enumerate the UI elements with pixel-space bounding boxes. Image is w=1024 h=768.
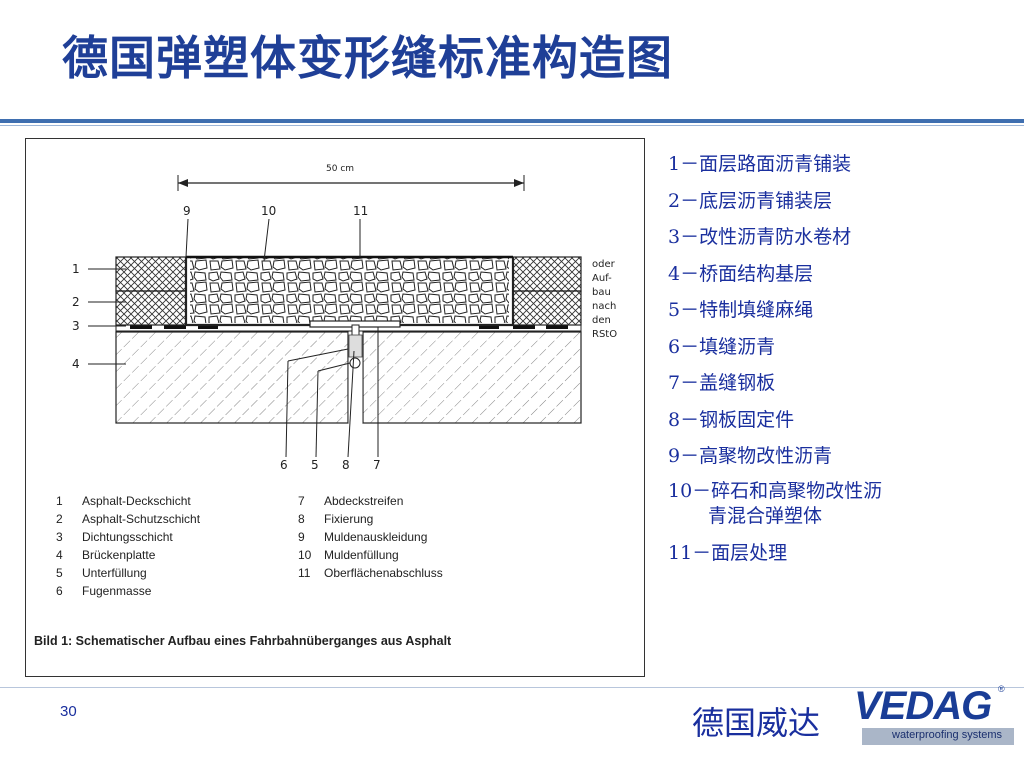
title-divider-thin [0, 125, 1024, 126]
slide-title: 德国弹塑体变形缝标准构造图 [62, 31, 673, 85]
dimension-line [177, 175, 525, 191]
svg-text:Abdeckstreifen: Abdeckstreifen [324, 494, 403, 508]
expansion-joint-diagram: 50 cm [25, 138, 645, 677]
asphalt-protection-left [115, 290, 187, 326]
svg-text:6: 6 [56, 584, 63, 598]
callout-10: 10 [261, 204, 276, 218]
callout-numbers: 1 2 3 4 9 10 11 6 5 8 7 [72, 204, 381, 472]
asphalt-protection-right [512, 290, 582, 326]
legend-item-multiline: 10－碎石和高聚物改性沥 青混合弹塑体 [668, 475, 988, 535]
svg-text:10: 10 [298, 548, 312, 562]
svg-text:Oberflächenabschluss: Oberflächenabschluss [324, 566, 443, 580]
registered-mark: ® [998, 684, 1005, 694]
svg-text:11: 11 [298, 566, 311, 580]
legend-item-line1: 10－碎石和高聚物改性沥 [668, 479, 883, 502]
legend-item: 5－特制填缝麻绳 [668, 299, 814, 321]
figure-caption: Bild 1: Schematischer Aufbau eines Fahrb… [34, 634, 452, 648]
legend-item: 1－面层路面沥青铺装 [668, 153, 852, 175]
svg-text:8: 8 [298, 512, 305, 526]
svg-text:5: 5 [56, 566, 63, 580]
bridge-deck-left [115, 331, 349, 424]
legend-item: 6－填缝沥青 [668, 335, 776, 358]
svg-text:Brückenplatte: Brückenplatte [82, 548, 156, 562]
svg-text:Asphalt-Schutzschicht: Asphalt-Schutzschicht [82, 512, 201, 526]
svg-text:2: 2 [56, 512, 63, 526]
diagram-svg: 50 cm [34, 164, 617, 648]
asphalt-surface-left [115, 256, 187, 292]
vedag-logo-word: VEDAG [854, 684, 992, 728]
bridge-deck-right [362, 331, 582, 424]
company-name-cn: 德国威达 [692, 704, 821, 742]
leader-lines [88, 218, 379, 458]
legend-item: 2－底层沥青铺装层 [668, 189, 833, 212]
callout-7: 7 [373, 458, 381, 472]
callout-5: 5 [311, 458, 319, 472]
legend-item: 9－高聚物改性沥青 [668, 445, 833, 467]
callout-4: 4 [72, 357, 80, 371]
legend-item: 11－面层处理 [668, 541, 788, 564]
svg-text:Dichtungsschicht: Dichtungsschicht [82, 530, 173, 544]
joint-mass [348, 334, 363, 358]
figure-legend-right: 7 Abdeckstreifen 8 Fixierung 9 Muldenauskle… [298, 494, 443, 580]
chinese-legend: 1－面层路面沥青铺装 2－底层沥青铺装层 3－改性沥青防水卷材 4－桥面结构基层… [668, 146, 988, 571]
vedag-logo-bar [862, 728, 1014, 745]
vedag-logo: VEDAG ® waterproofing systems [848, 682, 1018, 750]
page-number: 30 [60, 703, 77, 720]
legend-item-line2: 青混合弹塑体 [708, 504, 823, 527]
svg-text:3: 3 [56, 530, 63, 544]
callout-2: 2 [72, 295, 80, 309]
svg-text:Muldenauskleidung: Muldenauskleidung [324, 530, 427, 544]
svg-text:Unterfüllung: Unterfüllung [82, 566, 147, 580]
svg-text:Asphalt-Deckschicht: Asphalt-Deckschicht [82, 494, 191, 508]
legend-item: 4－桥面结构基层 [668, 262, 814, 285]
callout-8: 8 [342, 458, 350, 472]
legend-item: 8－钢板固定件 [668, 408, 795, 431]
callout-11: 11 [353, 204, 368, 218]
title-divider [0, 119, 1024, 123]
trough-fill [190, 257, 509, 323]
svg-text:4: 4 [56, 548, 63, 562]
svg-text:9: 9 [298, 530, 305, 544]
vedag-tagline: waterproofing systems [892, 729, 1003, 741]
svg-text:Auf-: Auf- [592, 273, 612, 284]
svg-text:bau: bau [592, 287, 611, 298]
callout-3: 3 [72, 319, 80, 333]
side-note: oder Auf- bau nach den RStO [592, 259, 617, 340]
callout-9: 9 [183, 204, 191, 218]
callout-1: 1 [72, 262, 80, 276]
svg-text:1: 1 [56, 494, 63, 508]
svg-text:nach: nach [592, 301, 616, 312]
svg-text:oder: oder [592, 259, 616, 270]
svg-text:Fugenmasse: Fugenmasse [82, 584, 152, 598]
svg-text:Fixierung: Fixierung [324, 512, 373, 526]
callout-6: 6 [280, 458, 288, 472]
figure-legend-left: 1 Asphalt-Deckschicht 2 Asphalt-Schutzschi… [56, 494, 201, 598]
svg-text:RStO: RStO [592, 329, 617, 340]
dimension-label: 50 cm [326, 164, 354, 174]
backfill-rope [349, 357, 361, 369]
svg-text:7: 7 [298, 494, 305, 508]
asphalt-surface-right [512, 256, 582, 292]
footer-divider [0, 687, 1024, 688]
svg-text:Muldenfüllung: Muldenfüllung [324, 548, 399, 562]
svg-text:den: den [592, 315, 611, 326]
legend-item: 7－盖缝钢板 [668, 372, 776, 394]
legend-item: 3－改性沥青防水卷材 [668, 226, 852, 248]
